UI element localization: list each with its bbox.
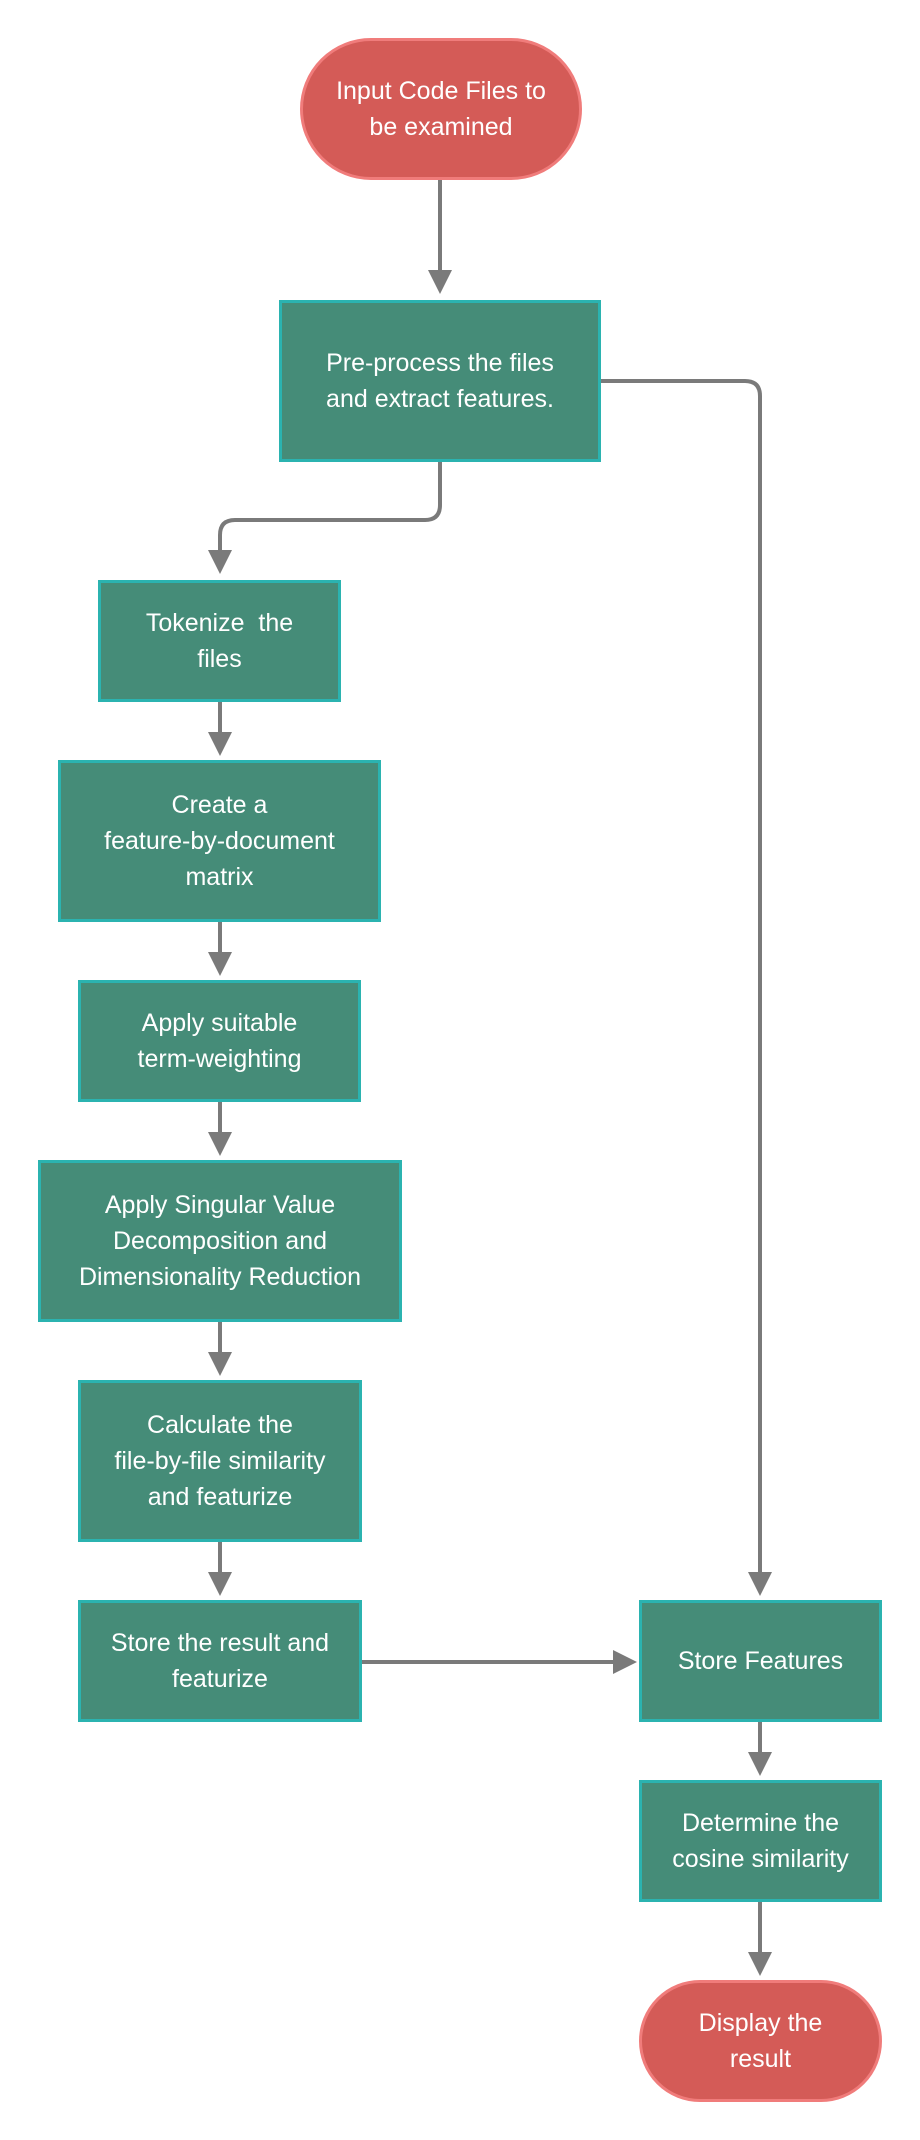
node-text-line: Create a <box>171 791 268 819</box>
node-text-line: file-by-file similarity <box>114 1447 326 1475</box>
process-node-feature-matrix: Create a feature-by-document matrix <box>58 760 381 922</box>
node-text-line: Dimensionality Reduction <box>78 1263 362 1291</box>
node-text-line: be examined <box>369 113 513 141</box>
node-text-line: Display the <box>698 2009 823 2037</box>
process-node-file-similarity: Calculate the file-by-file similarity an… <box>78 1380 362 1542</box>
node-text-line: Tokenize the <box>145 609 294 637</box>
node-text-line: Calculate the <box>147 1411 293 1439</box>
arrow-preprocess-to-tokenize <box>208 462 442 574</box>
arrow-preprocess-to-store-features <box>601 379 772 1596</box>
node-text-line: and extract features. <box>326 385 554 413</box>
start-node-input-code-files: Input Code Files to be examined <box>300 38 582 180</box>
process-node-tokenize: Tokenize the files <box>98 580 341 702</box>
process-node-svd: Apply Singular Value Decomposition and D… <box>38 1160 402 1322</box>
node-text-line: Decomposition and <box>112 1227 327 1255</box>
node-text-line: and featurize <box>147 1483 293 1511</box>
node-text-line: cosine similarity <box>672 1845 849 1873</box>
node-text-line: Apply Singular Value <box>104 1191 336 1219</box>
process-node-preprocess: Pre-process the files and extract featur… <box>279 300 601 462</box>
process-node-store-features: Store Features <box>639 1600 882 1722</box>
node-text-line: term-weighting <box>137 1045 302 1073</box>
node-text-line: Apply suitable <box>141 1009 298 1037</box>
process-node-cosine-similarity: Determine the cosine similarity <box>639 1780 882 1902</box>
node-text-line: Input Code Files to <box>336 77 546 105</box>
node-text-line: files <box>197 645 242 673</box>
node-text-line: Pre-process the files <box>326 349 554 377</box>
node-text-line: featurize <box>172 1665 268 1693</box>
node-text-line: Store Features <box>677 1647 844 1675</box>
process-node-term-weighting: Apply suitable term-weighting <box>78 980 361 1102</box>
node-text-line: feature-by-document <box>104 827 335 855</box>
node-text-line: Determine the <box>681 1809 840 1837</box>
process-node-store-result: Store the result and featurize <box>78 1600 362 1722</box>
node-text-line: matrix <box>185 863 254 891</box>
node-text-line: Store the result and <box>110 1629 330 1657</box>
end-node-display-result: Display the result <box>639 1980 882 2102</box>
node-text-line: result <box>729 2045 792 2073</box>
